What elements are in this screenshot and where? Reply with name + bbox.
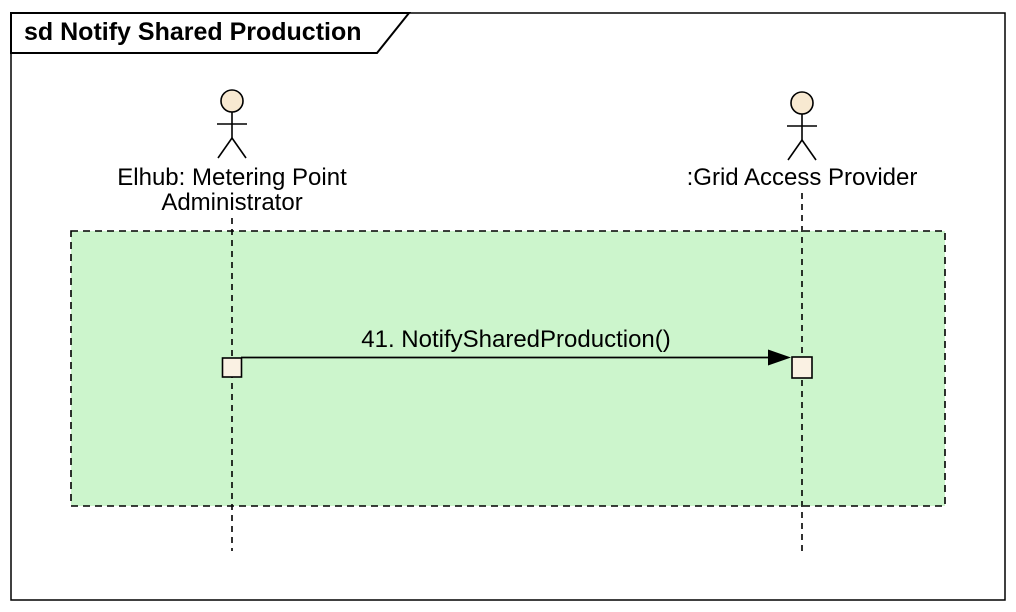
actor-head-icon — [220, 89, 244, 113]
actor-leg-icon — [801, 139, 817, 161]
message-arrowhead-icon — [768, 349, 791, 366]
frame-title: sd Notify Shared Production — [24, 18, 362, 46]
activation-box-right — [791, 356, 813, 379]
actor-leg-icon — [787, 139, 803, 161]
actor-leg-icon — [231, 137, 247, 159]
actor-leg-icon — [217, 137, 233, 159]
actor-figure-left — [217, 89, 247, 159]
activation-box-left — [221, 357, 243, 378]
actor-label-left: Elhub: Metering Point Administrator — [117, 164, 347, 216]
actor-label-right: :Grid Access Provider — [686, 164, 918, 191]
message-label: 41. NotifySharedProduction() — [361, 326, 671, 353]
green-region — [70, 230, 946, 507]
actor-figure-right — [787, 91, 817, 161]
frame-title-tab — [10, 12, 412, 54]
actor-head-icon — [790, 91, 814, 115]
